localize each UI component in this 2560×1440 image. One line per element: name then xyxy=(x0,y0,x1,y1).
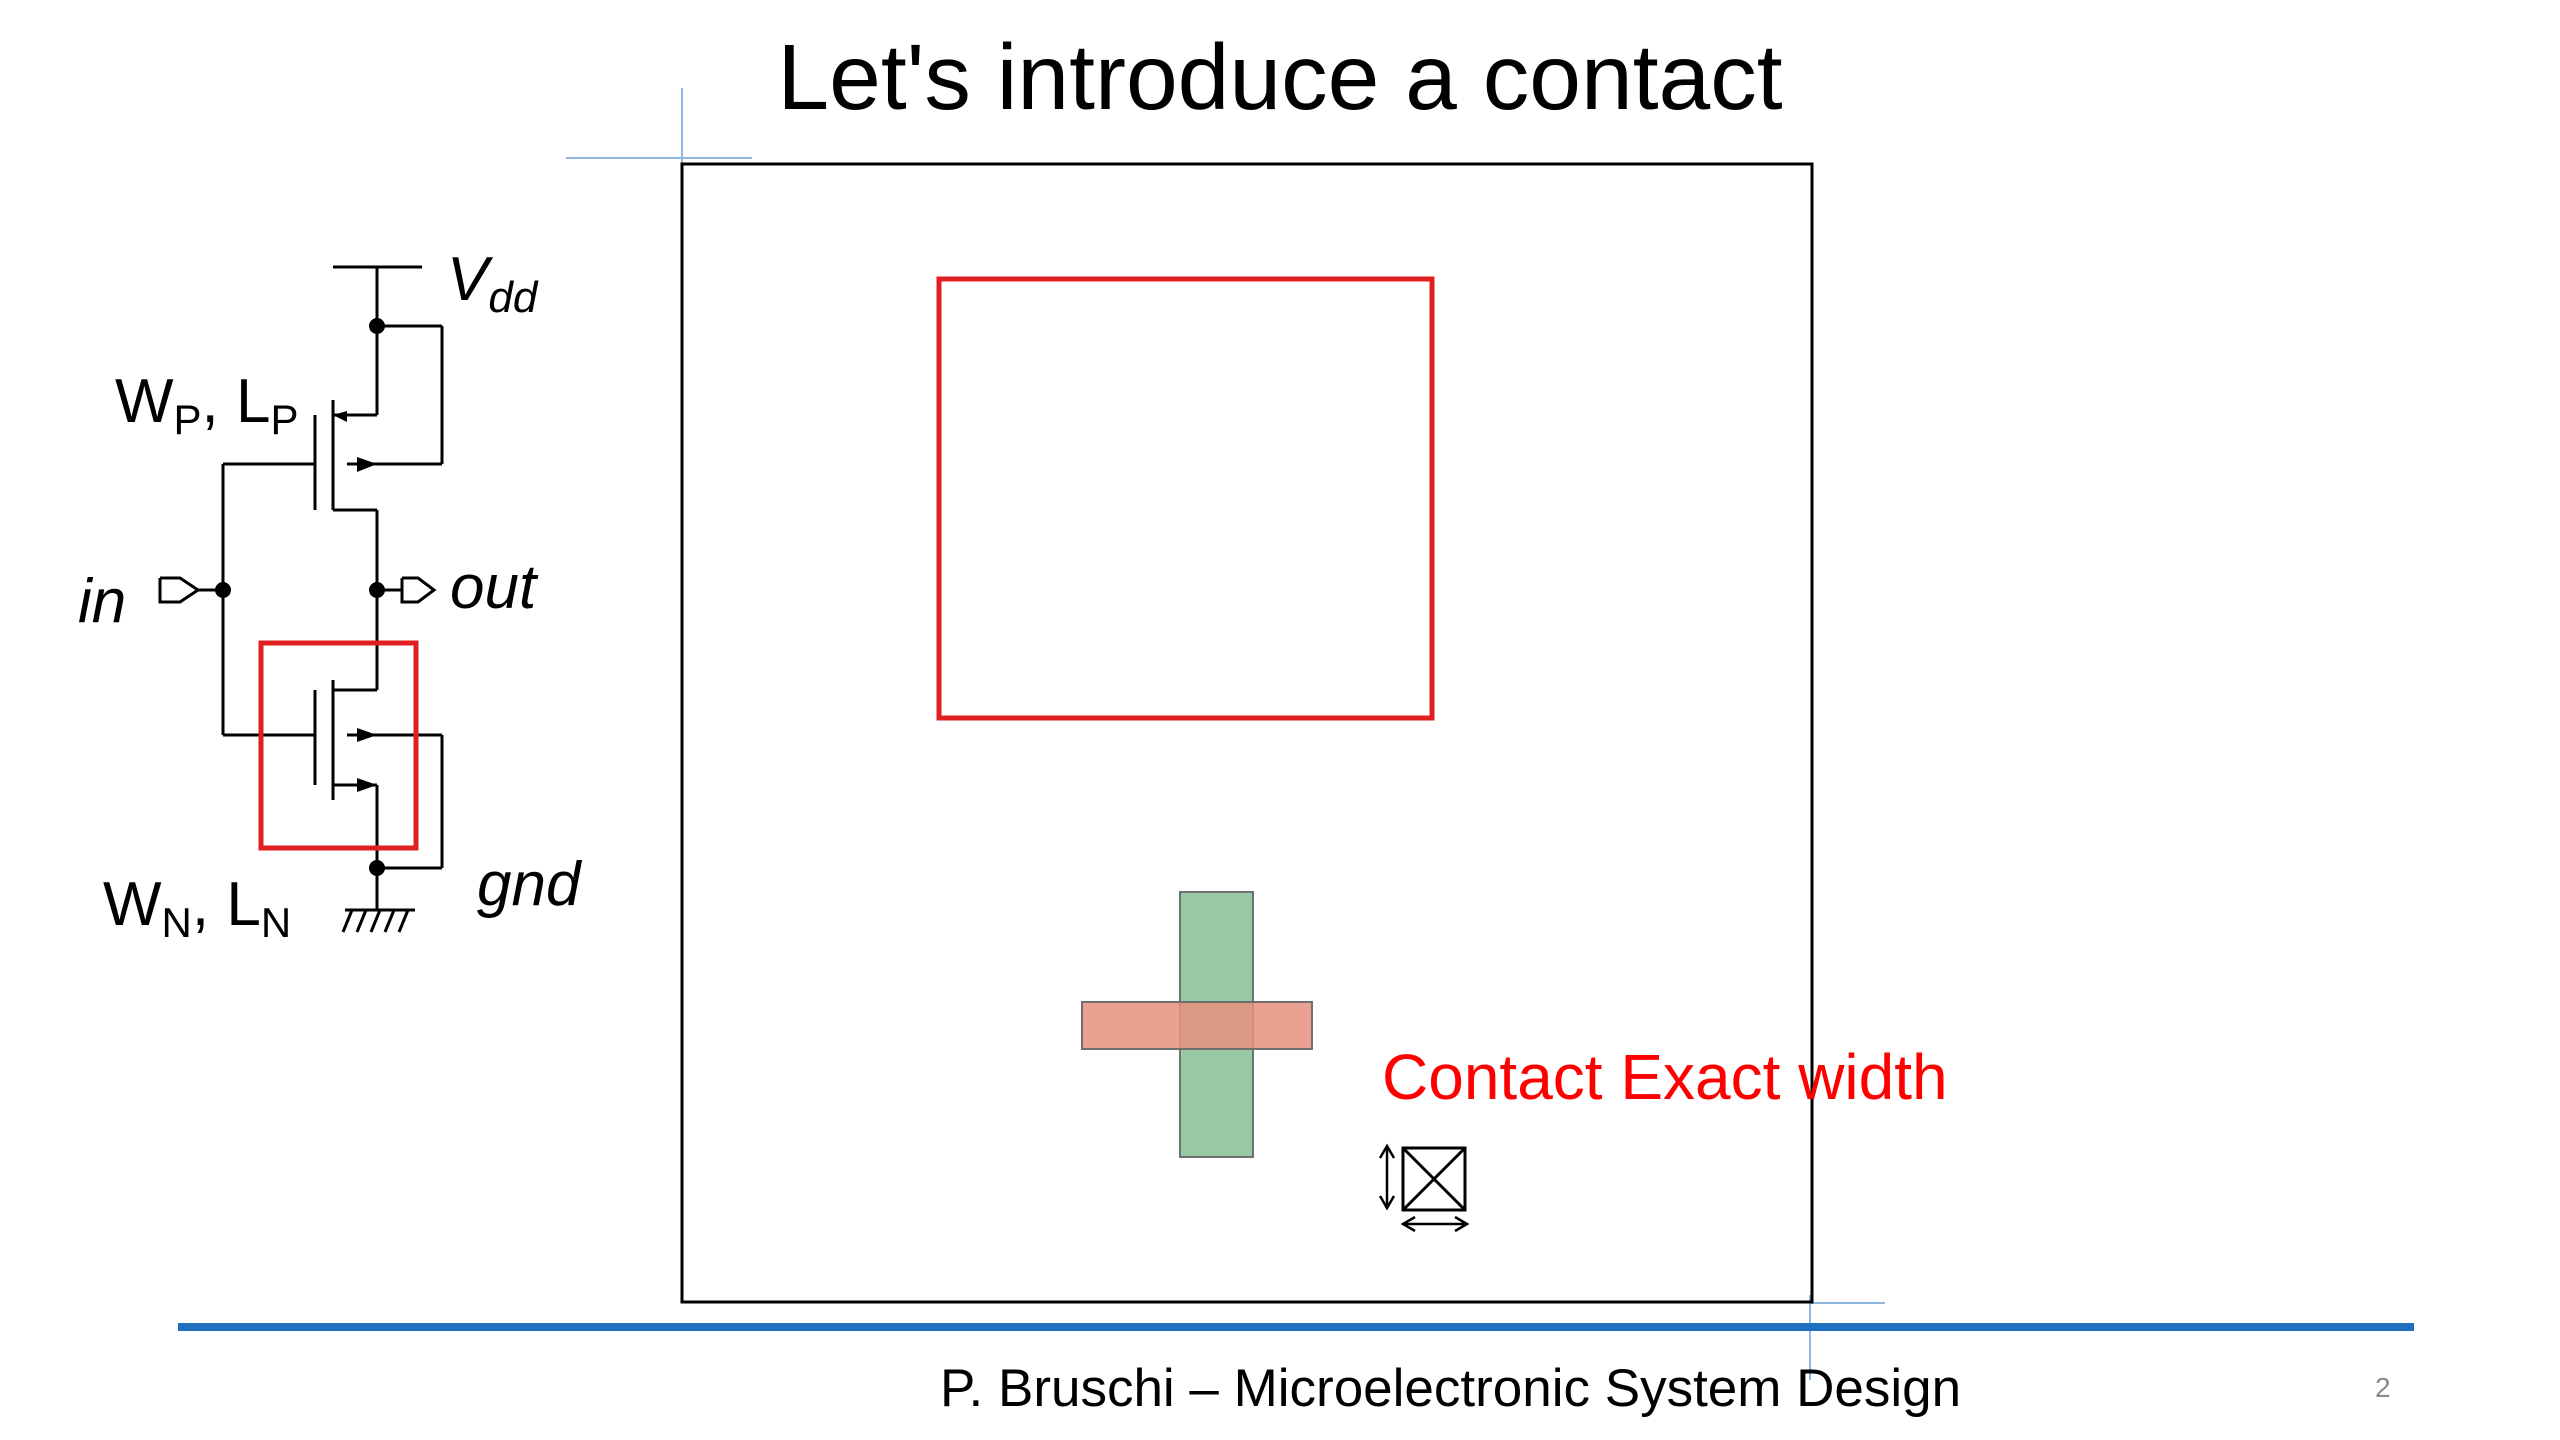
input-label: in xyxy=(78,567,126,636)
contact-dimension-arrows xyxy=(1378,1143,1470,1233)
supply-label: Vdd xyxy=(447,245,539,322)
pmos-size-label: WP, LP xyxy=(115,367,299,443)
page-number: 2 xyxy=(2375,1372,2391,1403)
junction-dots xyxy=(215,318,385,876)
ground-label: gnd xyxy=(477,850,583,919)
schematic-arrows xyxy=(333,411,377,792)
slide-title: Let's introduce a contact xyxy=(777,25,1783,129)
output-label: out xyxy=(450,553,539,622)
layout-frame xyxy=(680,162,1814,1304)
inverter-schematic xyxy=(158,265,444,933)
contact-width-label: Contact Exact width xyxy=(1382,1041,1948,1113)
contact-symbol xyxy=(1401,1146,1467,1212)
nmos-highlight xyxy=(258,640,419,851)
diffusion-strip xyxy=(1081,1001,1313,1050)
alignment-guides xyxy=(566,88,1885,1380)
nmos-size-label: WN, LN xyxy=(103,870,291,946)
footer-rule xyxy=(178,1323,2414,1331)
footer-text: P. Bruschi – Microelectronic System Desi… xyxy=(940,1359,1962,1418)
pmos-region xyxy=(936,276,1435,721)
